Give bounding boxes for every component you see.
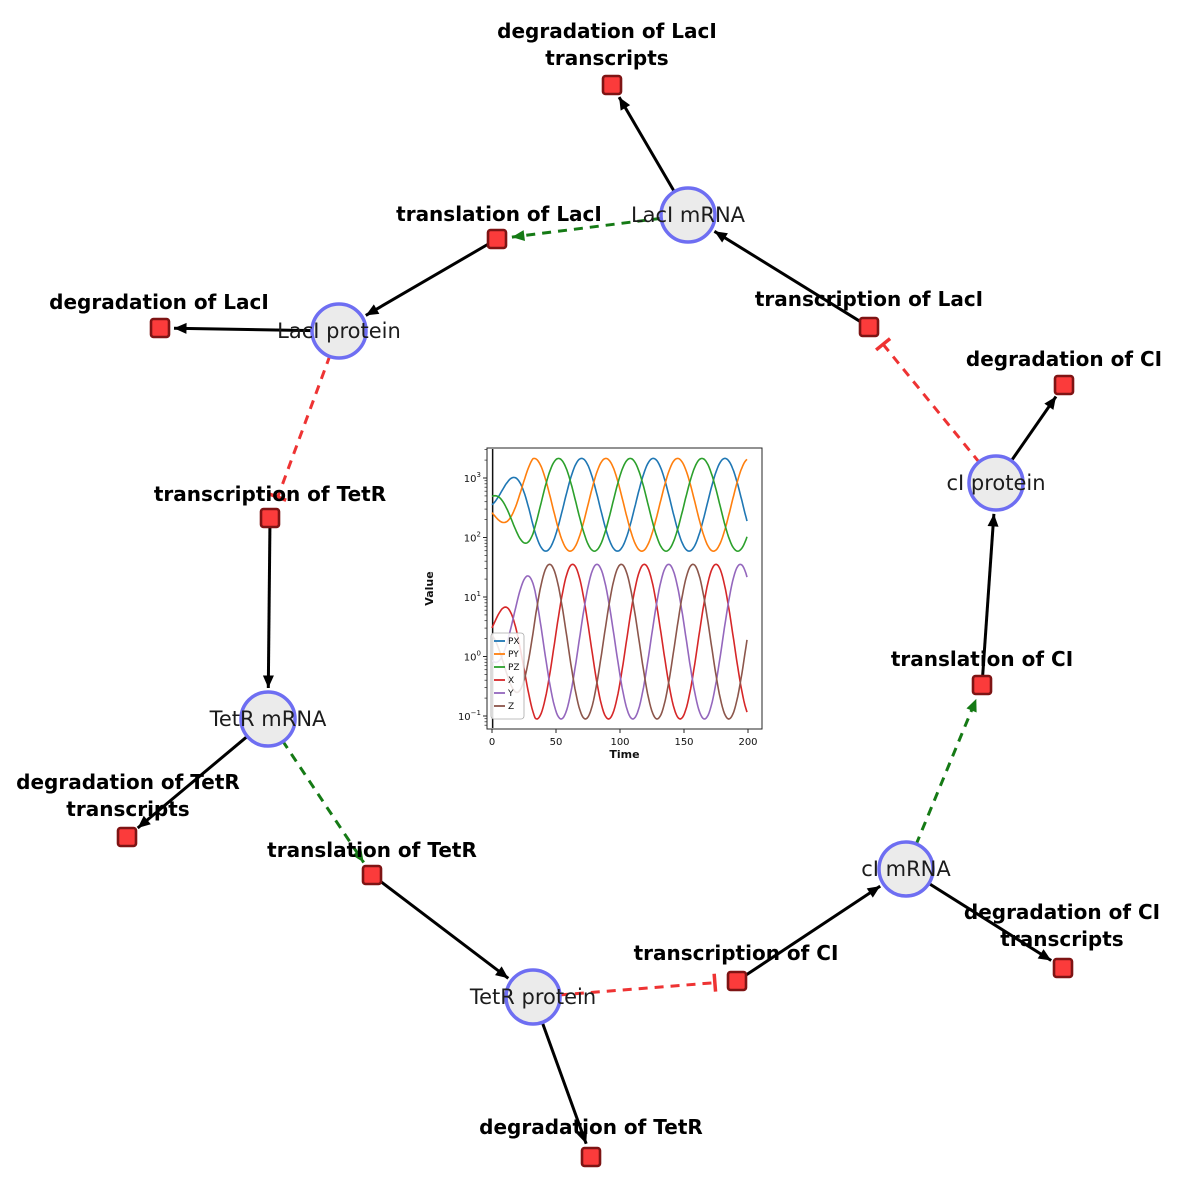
edge-production-transl_tetr-tetr_protein [379, 879, 510, 980]
y-tick-label: 10−1 [458, 709, 481, 723]
edge-modifier-ci_mrna-transl_ci [914, 698, 978, 846]
y-tick-label: 103 [464, 471, 481, 485]
edge-inhibition-tetr_protein-txn_ci [558, 973, 718, 997]
reaction-label-deg_ci: degradation of CI [966, 347, 1162, 371]
reaction-label-transl_ci: translation of CI [891, 647, 1073, 671]
species-node-ci_protein[interactable] [967, 454, 1025, 512]
reaction-node-deg_laci_tx[interactable] [601, 74, 623, 96]
species-label-ci_mrna: cI mRNA [861, 857, 951, 881]
species-node-laci_mrna[interactable] [659, 186, 717, 244]
reaction-label-deg_tetr: degradation of TetR [479, 1115, 703, 1139]
species-node-laci_protein[interactable] [310, 302, 368, 360]
species-node-tetr_protein[interactable] [504, 968, 562, 1026]
reaction-node-deg_laci[interactable] [149, 317, 171, 339]
reaction-node-transl_laci[interactable] [486, 228, 508, 250]
edge-consumption-tetr_protein-deg_tetr [540, 1020, 588, 1145]
reaction-label-transl_tetr: translation of TetR [267, 838, 477, 862]
edges-layer [136, 96, 1058, 1145]
x-tick-label: 200 [738, 737, 757, 748]
x-axis-title: Time [609, 748, 639, 761]
nodes-layer [116, 74, 1075, 1168]
reaction-node-deg_ci[interactable] [1053, 374, 1075, 396]
x-tick-label: 100 [610, 737, 629, 748]
reaction-node-deg_tetr[interactable] [580, 1146, 602, 1168]
legend-label-PY: PY [508, 650, 519, 660]
reaction-label-txn_laci: transcription of LacI [755, 287, 983, 311]
series-line-PZ [491, 457, 748, 553]
reaction-label-transl_laci: translation of LacI [396, 202, 602, 226]
edge-production-transl_ci-ci_protein [981, 513, 999, 676]
y-tick-label: 100 [464, 650, 481, 664]
reaction-node-txn_tetr[interactable] [259, 507, 281, 529]
edge-consumption-laci_mrna-deg_laci_tx [617, 96, 677, 194]
series-line-Y [491, 563, 748, 720]
edge-consumption-ci_protein-deg_ci [1009, 395, 1058, 463]
species-node-ci_mrna[interactable] [877, 840, 935, 898]
chart-plot-area [486, 447, 763, 730]
legend-label-X: X [508, 676, 514, 686]
edge-consumption-ci_mrna-deg_ci_tx [927, 881, 1052, 962]
species-label-tetr_mrna: TetR mRNA [209, 707, 327, 731]
legend-label-Z: Z [508, 702, 514, 712]
legend-label-PX: PX [508, 637, 520, 647]
reaction-label-txn_tetr: transcription of TetR [154, 482, 386, 506]
edge-production-transl_laci-laci_protein [365, 242, 490, 317]
reaction-node-txn_laci[interactable] [858, 316, 880, 338]
reaction-node-transl_ci[interactable] [971, 674, 993, 696]
y-tick-label: 101 [464, 590, 481, 604]
edge-inhibition-laci_protein-txn_tetr [268, 354, 332, 502]
legend-label-Y: Y [507, 689, 514, 699]
reaction-node-transl_tetr[interactable] [361, 864, 383, 886]
reaction-node-txn_ci[interactable] [726, 970, 748, 992]
edge-production-txn_laci-laci_mrna [713, 230, 862, 323]
y-tick-label: 102 [464, 531, 481, 545]
y-axis-title: Value [423, 571, 436, 605]
edge-inhibition-ci_protein-txn_laci [875, 337, 981, 464]
species-label-ci_protein: cI protein [946, 471, 1045, 495]
species-node-tetr_mrna[interactable] [239, 690, 297, 748]
edge-modifier-tetr_mrna-transl_tetr [281, 739, 365, 864]
series-line-PY [491, 457, 748, 553]
species-label-laci_protein: LacI protein [277, 319, 401, 343]
reaction-label-txn_ci: transcription of CI [634, 941, 839, 965]
edge-production-txn_ci-ci_mrna [744, 884, 882, 977]
reaction-label-deg_laci: degradation of LacI [49, 290, 269, 314]
x-tick-label: 50 [550, 737, 563, 748]
species-label-laci_mrna: LacI mRNA [631, 203, 746, 227]
species-label-tetr_protein: TetR protein [469, 985, 596, 1009]
edge-consumption-laci_protein-deg_laci [173, 322, 314, 334]
x-tick-label: 150 [674, 737, 693, 748]
edge-production-txn_tetr-tetr_mrna [262, 527, 274, 689]
legend-label-PZ: PZ [508, 663, 520, 673]
reaction-node-deg_ci_tx[interactable] [1052, 957, 1074, 979]
series-line-Z [491, 563, 748, 720]
reaction-node-deg_tetr_tx[interactable] [116, 826, 138, 848]
edge-consumption-tetr_mrna-deg_tetr_tx [136, 734, 250, 830]
x-tick-label: 0 [489, 737, 495, 748]
